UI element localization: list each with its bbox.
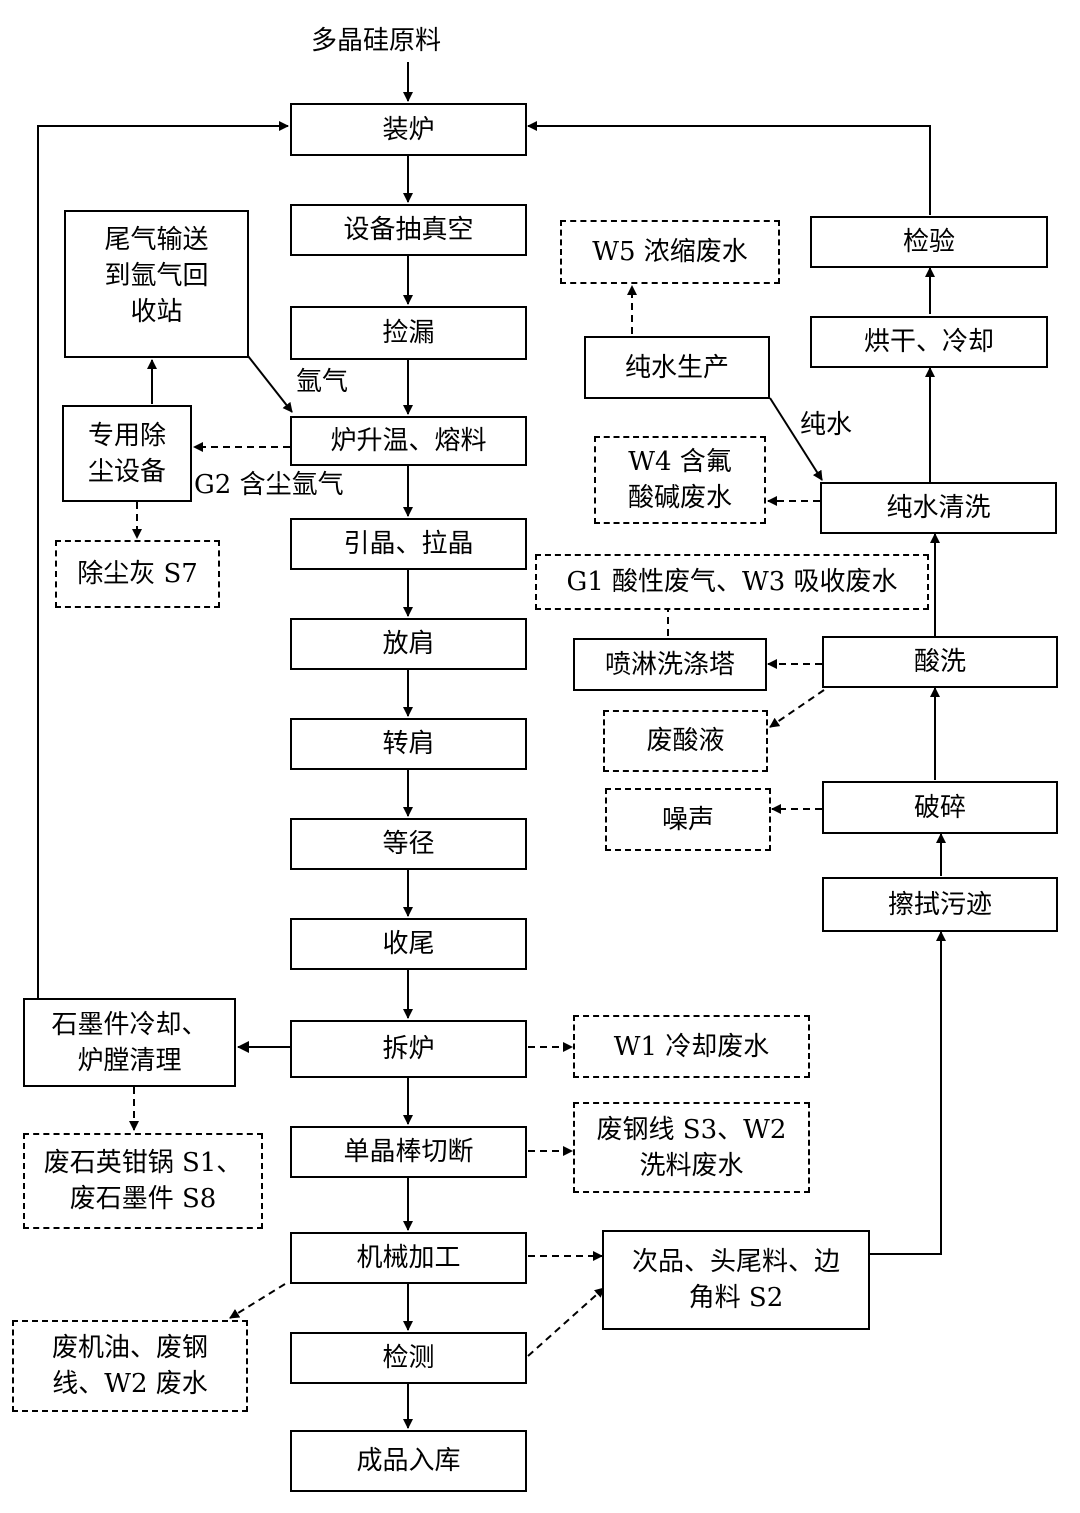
- process-vacuum: 设备抽真空: [290, 204, 527, 256]
- arrow-graphite-to-load: [37, 121, 289, 998]
- w4-fluoride-wastewater: W4 含氟 酸碱废水: [594, 436, 766, 524]
- pure-water-production: 纯水生产: [584, 336, 770, 399]
- dust-ash-s7: 除尘灰 S7: [55, 540, 220, 608]
- process-shoulder-out: 放肩: [290, 618, 527, 670]
- arrow-defects-to-wipe: [870, 931, 946, 1255]
- process-inspect: 检测: [290, 1332, 527, 1384]
- waste-wire-s3-w2: 废钢线 S3、W2 洗料废水: [573, 1102, 810, 1193]
- wipe-stains: 擦拭污迹: [822, 877, 1058, 932]
- spray-scrubber-tower: 喷淋洗涤塔: [573, 638, 767, 691]
- arrow-purewaterprod-to-purewash: [769, 397, 823, 481]
- graphite-cooling-clean: 石墨件冷却、 炉膛清理: [23, 998, 236, 1087]
- w1-cooling-wastewater: W1 冷却废水: [573, 1015, 810, 1078]
- process-seed-pull: 引晶、拉晶: [290, 518, 527, 570]
- process-equal-diameter: 等径: [290, 818, 527, 870]
- quality-check: 检验: [810, 216, 1048, 268]
- defects-scraps-s2: 次品、头尾料、边 角料 S2: [602, 1230, 870, 1330]
- g2-dusty-argon-label: G2 含尘氩气: [194, 470, 344, 500]
- exhaust-to-argon-station: 尾气输送 到氩气回 收站: [64, 210, 249, 358]
- arrow-inspect-to-defects: [527, 1287, 605, 1357]
- dust-removal-equipment: 专用除 尘设备: [62, 405, 192, 502]
- dry-cool: 烘干、冷却: [810, 316, 1048, 368]
- waste-quartz-graphite: 废石英钳锅 S1、 废石墨件 S8: [23, 1133, 263, 1229]
- process-shoulder-turn: 转肩: [290, 718, 527, 770]
- waste-oil-wire-water: 废机油、废钢 线、W2 废水: [12, 1320, 248, 1412]
- waste-acid-liquid: 废酸液: [603, 710, 768, 772]
- crushing: 破碎: [822, 781, 1058, 834]
- process-cut: 单晶棒切断: [290, 1126, 527, 1178]
- process-tail: 收尾: [290, 918, 527, 970]
- arrow-acid-to-wasteacid: [769, 689, 825, 728]
- arrow-check-to-load: [527, 121, 931, 215]
- argon-label: 氩气: [296, 367, 349, 397]
- process-leak-check: 捡漏: [290, 306, 527, 360]
- process-storage: 成品入库: [290, 1430, 527, 1492]
- input-label: 多晶硅原料: [311, 26, 442, 56]
- acid-wash: 酸洗: [822, 636, 1058, 688]
- w5-concentrated-wastewater: W5 浓缩废水: [560, 220, 780, 284]
- process-machining: 机械加工: [290, 1232, 527, 1284]
- pure-water-label: 纯水: [800, 410, 853, 440]
- arrow-machining-to-oil: [229, 1283, 286, 1319]
- process-heat-melt: 炉升温、熔料: [290, 416, 527, 466]
- arrow-exhaust-to-heat: [247, 355, 293, 413]
- noise: 噪声: [605, 788, 771, 851]
- process-dismantle: 拆炉: [290, 1020, 527, 1078]
- process-load: 装炉: [290, 103, 527, 156]
- pure-water-wash: 纯水清洗: [820, 482, 1057, 534]
- g1-w3-acid-gas-wastewater: G1 酸性废气、W3 吸收废水: [535, 554, 929, 610]
